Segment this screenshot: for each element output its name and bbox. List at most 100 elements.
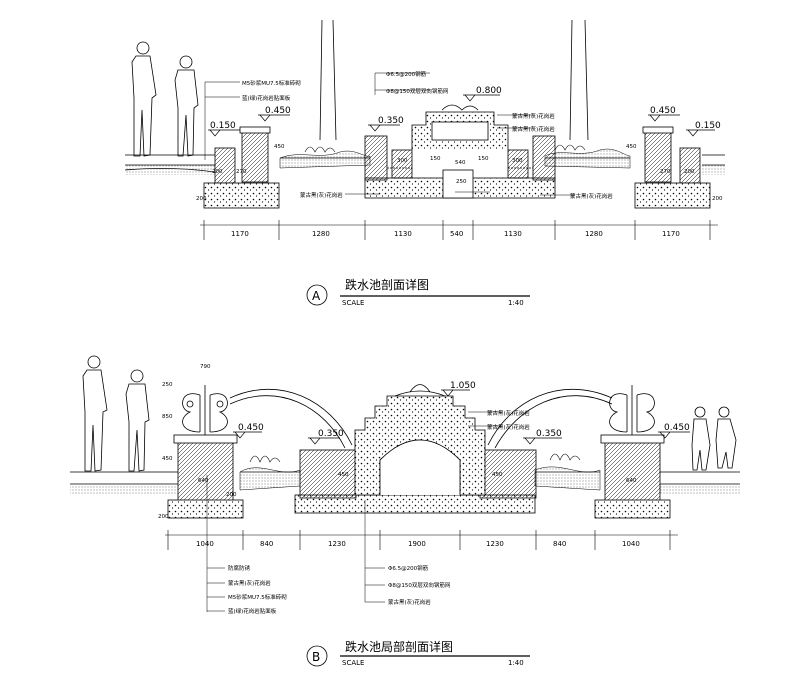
- dimension-label: 540: [450, 230, 463, 238]
- shrub-icon: [549, 453, 581, 461]
- small-dim: 450: [162, 456, 173, 462]
- small-dim: 300: [512, 158, 523, 164]
- elevation-label: 0.350: [378, 116, 404, 126]
- note-text: Φ8@150双层双向钢筋网: [388, 581, 451, 589]
- small-dim: 270: [660, 169, 671, 175]
- dimension-label: 1900: [408, 540, 426, 548]
- elevation-label: 0.350: [318, 429, 344, 439]
- elevation-label: 0.150: [695, 121, 721, 131]
- soil-b-right: [660, 484, 740, 494]
- note-text: 蒙古黑(灰)花岗岩: [228, 579, 271, 587]
- dimension-label: 1170: [231, 230, 249, 238]
- note-text: 蓝(绿)花岗岩贴面板: [242, 94, 291, 102]
- small-dim: 540: [455, 160, 466, 166]
- small-dim: 450: [492, 472, 503, 478]
- scale-label: SCALE: [342, 659, 364, 667]
- elevation-label: 1.050: [450, 381, 476, 391]
- small-dim: 200: [684, 169, 695, 175]
- dimension-line-a: [200, 220, 718, 240]
- leader-lines-a: [204, 72, 575, 196]
- fountain-center-a: [364, 104, 556, 199]
- pillar-right-a: [634, 126, 711, 209]
- small-dim: 640: [198, 478, 209, 484]
- planting-bed-left-b: [239, 467, 301, 491]
- section-b-title: 跌水池局部剖面详图: [345, 639, 453, 654]
- note-text: 蒙古黑(灰)花岗岩: [512, 112, 555, 120]
- note-text: 蒙古黑(灰)花岗岩: [512, 125, 555, 133]
- note-text: 防腐防锈: [228, 564, 251, 572]
- small-dim: 200: [212, 169, 223, 175]
- planting-bed-right: [544, 148, 631, 169]
- dimension-label: 1130: [504, 230, 522, 238]
- section-marker-letter: A: [312, 289, 321, 303]
- soil-a-right: [702, 165, 725, 175]
- note-text: Φ6.5@200钢筋: [386, 70, 427, 78]
- elevation-label: 0.350: [536, 429, 562, 439]
- dimension-label: 840: [553, 540, 566, 548]
- people-figures-a: [131, 41, 199, 157]
- elevation-label: 0.450: [650, 106, 676, 116]
- dimension-label: 1170: [662, 230, 680, 238]
- note-text: M5砂浆MU7.5标准砖砌: [242, 79, 301, 87]
- shrub-icon: [249, 455, 281, 463]
- elevation-label: 0.450: [265, 106, 291, 116]
- note-text: 蒙古黑(灰)花岗岩: [487, 423, 530, 431]
- elevation-markers-b: [233, 389, 690, 445]
- note-text: 蒙古黑(灰)花岗岩: [388, 598, 431, 606]
- planting-bed-left: [279, 150, 371, 169]
- scale-label: SCALE: [342, 299, 364, 307]
- scale-value: 1:40: [508, 659, 524, 667]
- shrub-icon: [304, 146, 336, 153]
- small-dim: 200: [158, 514, 169, 520]
- pillar-left-b: [167, 385, 244, 519]
- elevation-label: 0.450: [664, 423, 690, 433]
- elevation-label: 0.150: [210, 121, 236, 131]
- water-jet-arcs: [229, 389, 613, 449]
- note-text: Φ8@150双层双向钢筋网: [386, 87, 449, 95]
- dimension-line-b: [165, 530, 678, 550]
- section-marker-letter: B: [312, 650, 320, 664]
- planting-bed-right-b: [534, 466, 601, 491]
- note-text: 蓝(绿)花岗岩贴面板: [228, 607, 277, 615]
- small-dim: 850: [162, 414, 173, 420]
- small-dim: 790: [200, 364, 211, 370]
- small-dim: 200: [226, 492, 237, 498]
- small-dim: 250: [456, 179, 467, 185]
- pillar-right-b: [594, 385, 671, 519]
- soil-a-left: [125, 165, 215, 175]
- dimension-label: 1280: [312, 230, 330, 238]
- dimension-label: 840: [260, 540, 273, 548]
- scale-value: 1:40: [508, 299, 524, 307]
- dimension-label: 1040: [622, 540, 640, 548]
- section-b: 0.450 1.050 0.350 0.350 0.450 蒙古黑(灰)花岗岩 …: [70, 355, 740, 667]
- dimension-label: 1040: [196, 540, 214, 548]
- note-text: 蒙古黑(灰)花岗岩: [300, 191, 343, 199]
- fountain-arch-b: [294, 384, 537, 514]
- section-marker-b: [306, 645, 328, 667]
- dimension-label: 1130: [394, 230, 412, 238]
- tree-trunks: [319, 19, 589, 141]
- small-dim: 150: [478, 156, 489, 162]
- small-dim: 200: [712, 196, 723, 202]
- section-a-title: 跌水池剖面详图: [345, 277, 429, 292]
- people-figures-b: [82, 355, 737, 472]
- small-dim: 450: [626, 144, 637, 150]
- dimension-label: 1230: [328, 540, 346, 548]
- shrub-icon: [554, 144, 586, 151]
- elevation-markers-a: [208, 94, 715, 137]
- small-dim: 450: [338, 472, 349, 478]
- note-text: M5砂浆MU7.5标准砖砌: [228, 593, 287, 601]
- dimension-label: 1280: [585, 230, 603, 238]
- small-dim: 640: [626, 478, 637, 484]
- elevation-label: 0.800: [476, 86, 502, 96]
- dimension-label: 1230: [486, 540, 504, 548]
- leader-lines-b: [206, 411, 500, 612]
- small-dim: 270: [236, 169, 247, 175]
- soil-b-left: [70, 484, 178, 494]
- section-marker-a: [306, 284, 328, 306]
- section-a: 0.150 0.450 0.350 0.800 0.450 0.150 M5砂浆…: [124, 19, 725, 307]
- small-dim: 450: [274, 144, 285, 150]
- small-dim: 150: [430, 156, 441, 162]
- note-text: 蒙古黑(灰)花岗岩: [570, 192, 613, 200]
